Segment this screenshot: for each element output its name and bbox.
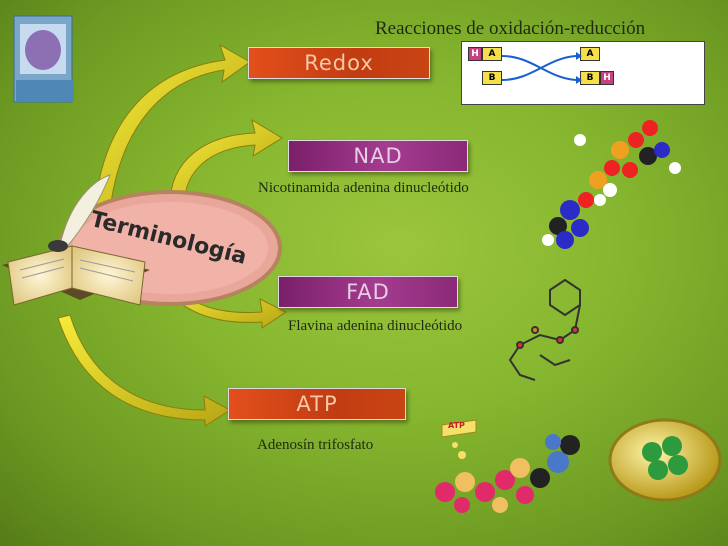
slide-title: Reacciones de oxidación-reducción [375,18,646,39]
arrow-atp [57,314,231,427]
fad-description: Flavina adenina dinucleótido [288,318,463,334]
atp-description: Adenosín trifosfato [257,437,374,453]
atp-tag-label: ATP [448,421,465,430]
book-icon [2,245,150,306]
redox-b-left: B [482,71,502,85]
clover-coin-icon [608,418,722,502]
arrow-nad [169,118,283,206]
redox-a-right: A [580,47,600,61]
quill-icon [59,174,111,249]
atp-molecule-icon [435,434,580,513]
nad-banner: NAD [288,140,468,172]
redox-a-left: A [482,47,502,61]
redox-exchange-arrows [502,52,582,84]
atp-banner: ATP [228,388,406,420]
cell-model-icon [13,15,74,103]
fad-banner: FAD [278,276,458,308]
atp-tag-icon [441,419,477,438]
redox-h-left: H [468,47,482,61]
redox-b-right: B [580,71,600,85]
redox-diagram: H A B A B H [461,41,705,105]
redox-banner: Redox [248,47,430,79]
fad-molecule-icon [508,278,581,381]
nad-description: Nicotinamida adenina dinucleótido [258,180,469,196]
redox-h-right: H [600,71,614,85]
nad-molecule-icon [542,120,681,249]
